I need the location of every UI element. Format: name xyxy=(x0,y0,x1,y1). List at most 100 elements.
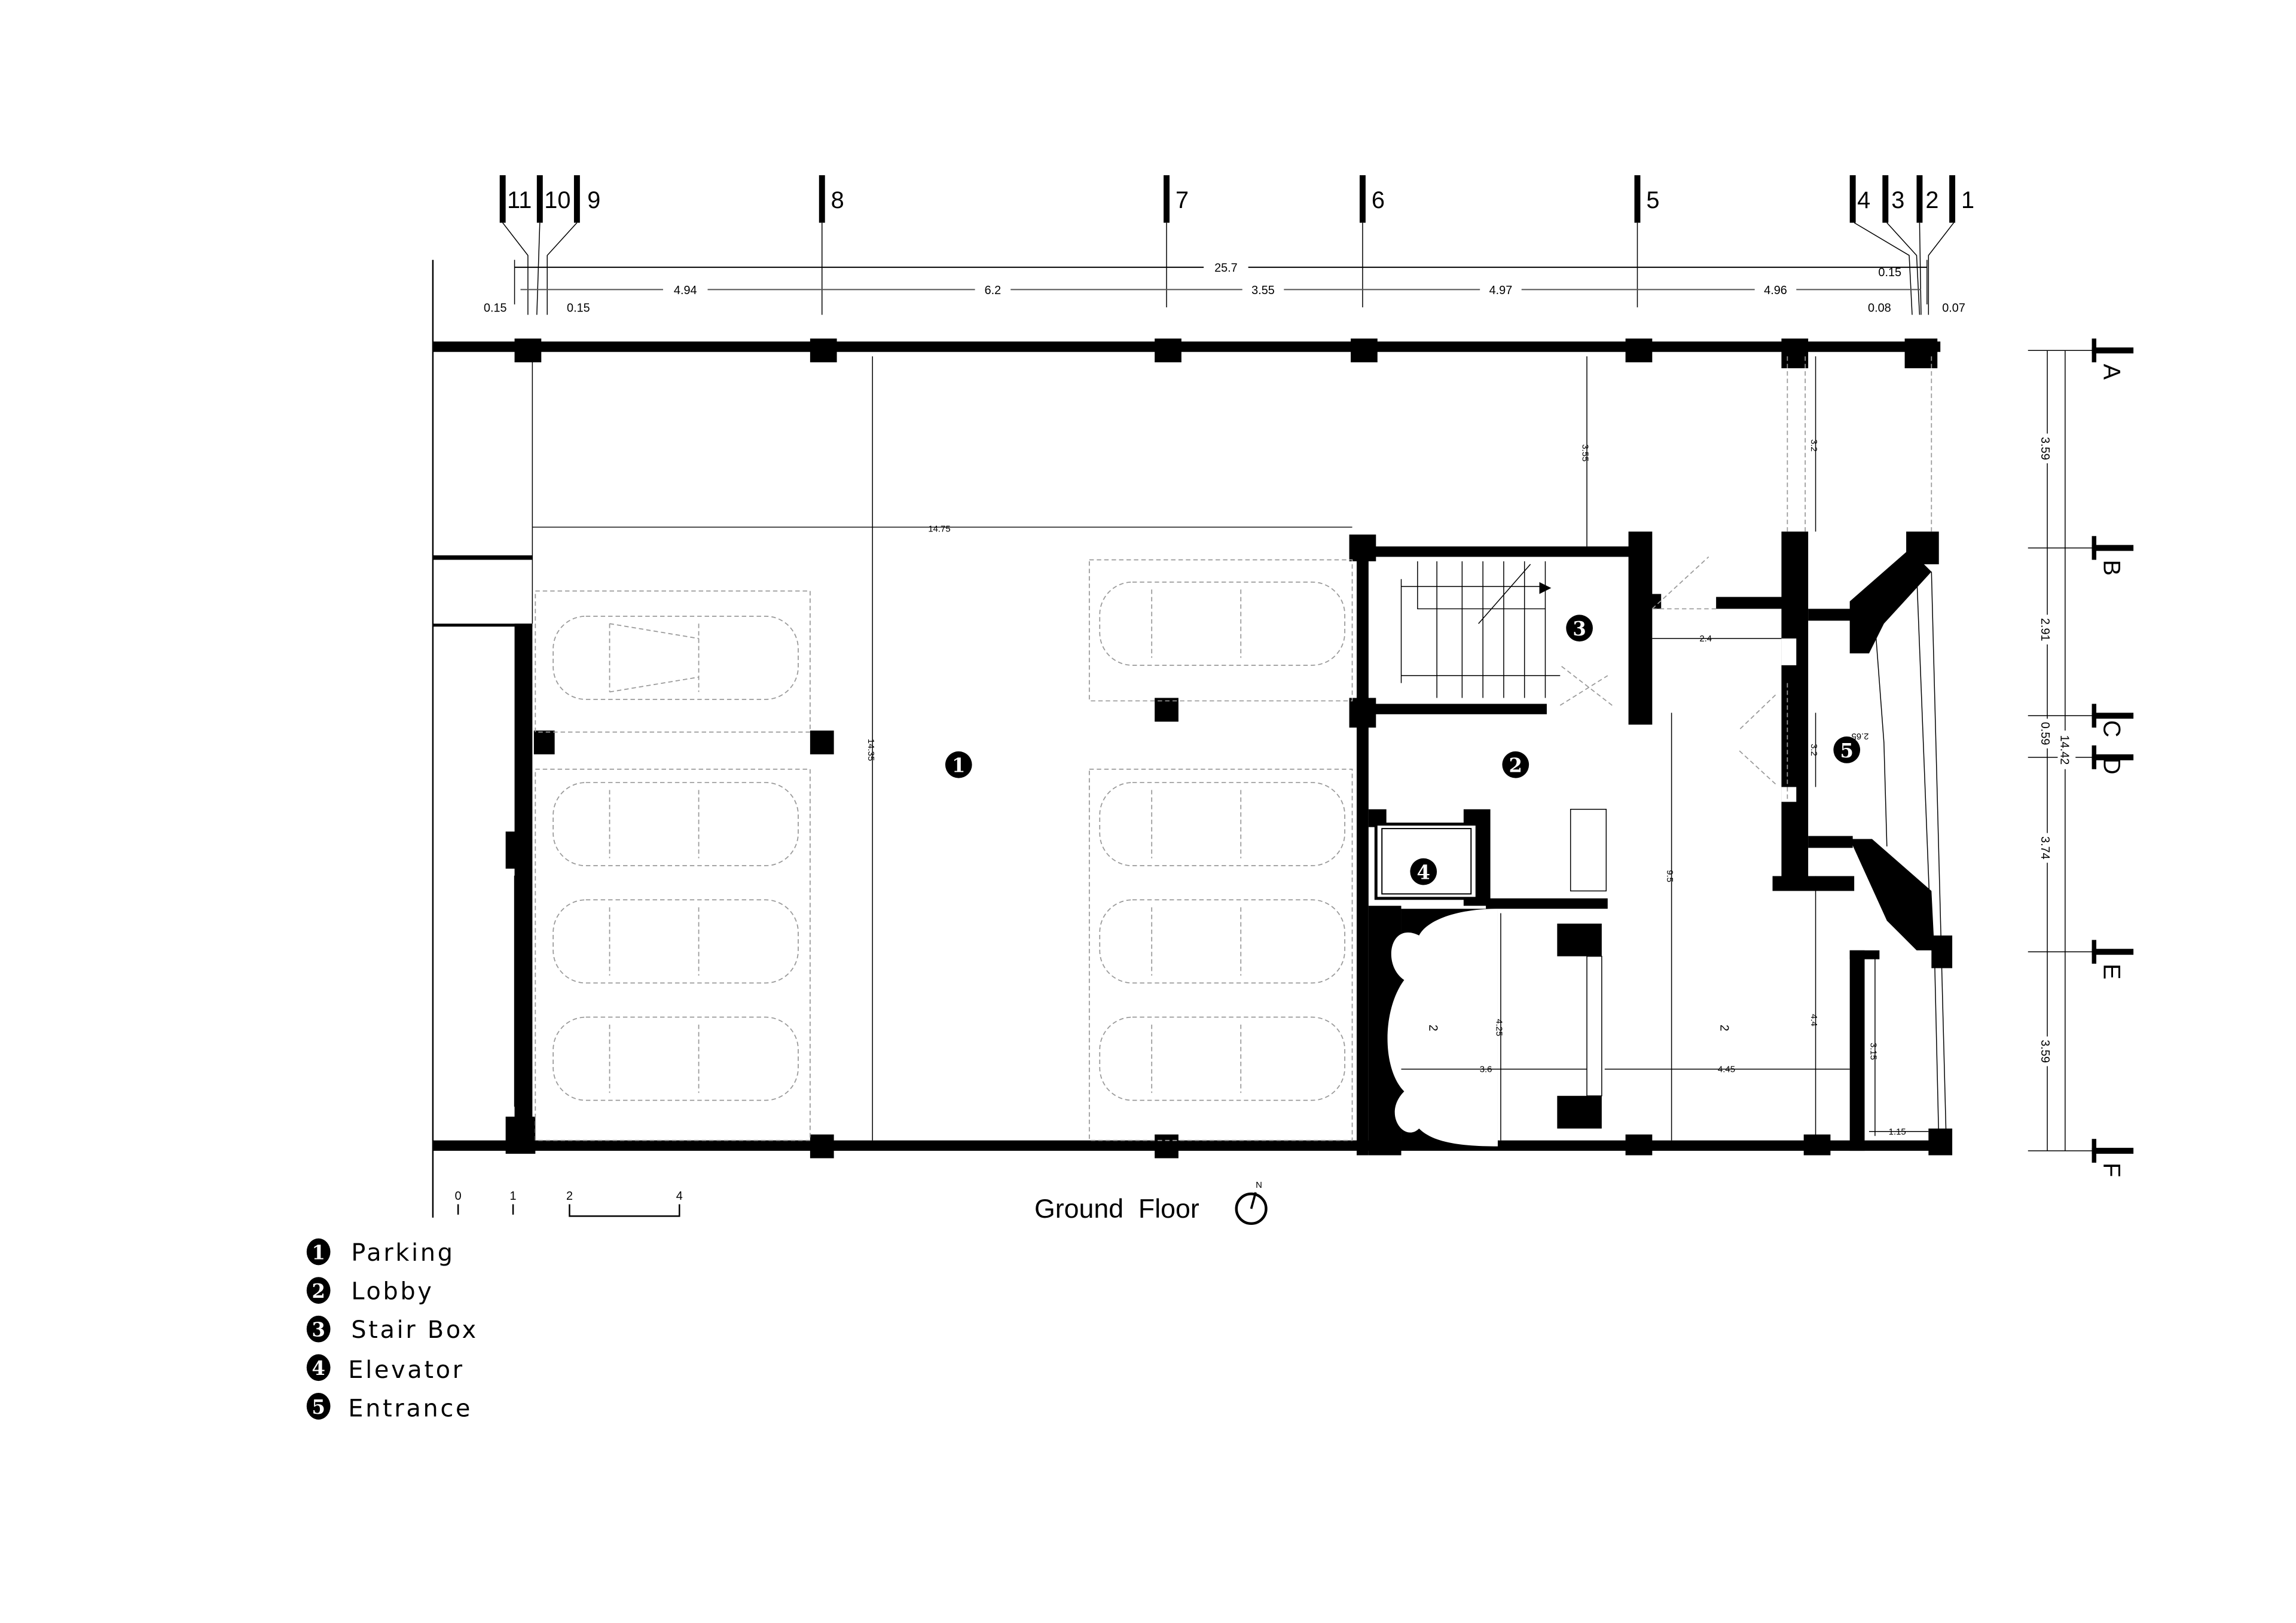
svg-text:3.59: 3.59 xyxy=(2038,1040,2051,1063)
grid-row-b: B xyxy=(2092,536,2134,576)
svg-text:14.35: 14.35 xyxy=(866,739,875,761)
svg-text:0.15: 0.15 xyxy=(567,302,590,315)
top-dimensions: 25.7 4.94 6.2 3.55 4.97 4.96 0.15 0.15 0… xyxy=(484,258,1965,315)
legend-item-elevator: 4 Elevator xyxy=(306,1354,465,1384)
scale-bar: 0 1 2 4 xyxy=(455,1190,683,1217)
svg-text:2: 2 xyxy=(566,1190,573,1203)
grid-column-8: 8 xyxy=(819,175,844,223)
doors xyxy=(1559,356,1932,802)
svg-text:0: 0 xyxy=(455,1190,462,1203)
svg-text:5: 5 xyxy=(1646,187,1659,213)
svg-text:9.5: 9.5 xyxy=(1665,870,1674,882)
svg-text:5: 5 xyxy=(312,1396,325,1419)
grid-column-7: 7 xyxy=(1164,175,1189,223)
svg-text:Parking: Parking xyxy=(351,1239,454,1267)
svg-text:4.94: 4.94 xyxy=(674,284,697,297)
svg-text:3: 3 xyxy=(1891,187,1904,213)
svg-text:3.2: 3.2 xyxy=(1809,744,1818,756)
legend-item-stair-box: 3 Stair Box xyxy=(306,1315,478,1344)
svg-text:1: 1 xyxy=(1961,187,1974,213)
room-markers: 1 2 3 4 5 xyxy=(945,615,1861,885)
svg-text:E: E xyxy=(2098,964,2124,980)
grid-column-2: 2 xyxy=(1916,175,1938,223)
svg-text:4: 4 xyxy=(1857,187,1870,213)
svg-text:Elevator: Elevator xyxy=(348,1356,465,1384)
svg-text:2.65: 2.65 xyxy=(1852,731,1869,741)
legend-item-parking: 1 Parking xyxy=(306,1238,454,1267)
dim-overall: 25.7 xyxy=(1214,262,1238,275)
grid-column-11: 11 xyxy=(499,175,532,223)
svg-text:2: 2 xyxy=(1509,754,1522,777)
room-marker-lobby: 2 xyxy=(1502,751,1529,778)
svg-text:7: 7 xyxy=(1176,187,1189,213)
svg-text:3.6: 3.6 xyxy=(1480,1065,1492,1074)
room-marker-parking: 1 xyxy=(945,751,972,778)
car xyxy=(552,1016,799,1101)
svg-text:2.4: 2.4 xyxy=(1699,634,1712,644)
svg-text:1.15: 1.15 xyxy=(1889,1127,1906,1137)
grid-row-f: F xyxy=(2092,1139,2134,1177)
grid-column-9: 9 xyxy=(573,175,600,223)
svg-text:1: 1 xyxy=(312,1241,325,1264)
svg-text:3: 3 xyxy=(1573,618,1586,640)
grid-column-6: 6 xyxy=(1359,175,1385,223)
svg-text:14.75: 14.75 xyxy=(928,524,950,534)
svg-text:2.91: 2.91 xyxy=(2038,618,2051,641)
svg-text:4: 4 xyxy=(676,1190,683,1203)
legend-item-entrance: 5 Entrance xyxy=(306,1392,472,1423)
stair-flight xyxy=(1400,561,1561,698)
svg-text:A: A xyxy=(2098,364,2124,380)
parking-stalls xyxy=(535,559,1353,1141)
grid-column-10: 10 xyxy=(536,175,570,223)
svg-text:D: D xyxy=(2098,757,2124,775)
svg-text:2: 2 xyxy=(1925,187,1938,213)
svg-text:6: 6 xyxy=(1372,187,1385,213)
car xyxy=(552,899,799,984)
walls xyxy=(432,259,1953,1218)
svg-text:4: 4 xyxy=(312,1357,325,1380)
grid-row-e: E xyxy=(2092,940,2134,980)
svg-text:14.42: 14.42 xyxy=(2057,735,2071,765)
svg-text:4.25: 4.25 xyxy=(1494,1019,1503,1036)
grid-column-1: 1 xyxy=(1949,175,1974,223)
svg-text:Entrance: Entrance xyxy=(348,1395,472,1423)
grid-column-5: 5 xyxy=(1634,175,1659,223)
svg-text:2: 2 xyxy=(312,1280,325,1303)
svg-text:0.15: 0.15 xyxy=(484,302,507,315)
svg-text:3.74: 3.74 xyxy=(2038,836,2051,860)
grid-row-c: C xyxy=(2092,704,2134,737)
plan-dimensions: 14.75 14.35 3.55 3.2 2.4 9.5 3.2 2.65 4.… xyxy=(532,356,1929,1141)
svg-text:3.55: 3.55 xyxy=(1251,284,1275,297)
car xyxy=(1099,782,1345,867)
grid-column-4: 4 xyxy=(1849,175,1870,223)
car xyxy=(1099,899,1345,984)
svg-text:3.2: 3.2 xyxy=(1809,439,1818,452)
svg-text:4.4: 4.4 xyxy=(1809,1014,1818,1026)
row-grid: A B C D E F 3.59 2.91 0.59 3.74 3.59 14.… xyxy=(2028,338,2134,1177)
svg-text:2: 2 xyxy=(1718,1025,1731,1031)
svg-text:11: 11 xyxy=(507,187,532,213)
svg-text:0.08: 0.08 xyxy=(1868,302,1891,315)
svg-text:3: 3 xyxy=(312,1319,325,1341)
svg-text:9: 9 xyxy=(587,187,600,213)
svg-text:4: 4 xyxy=(1417,861,1430,884)
svg-text:N: N xyxy=(1256,1181,1262,1190)
svg-text:0.07: 0.07 xyxy=(1942,302,1965,315)
svg-text:1: 1 xyxy=(952,754,965,777)
svg-text:F: F xyxy=(2098,1163,2124,1177)
svg-text:Stair Box: Stair Box xyxy=(351,1316,478,1344)
car xyxy=(1099,581,1345,666)
svg-text:1: 1 xyxy=(510,1190,517,1203)
svg-text:3.55: 3.55 xyxy=(1580,444,1590,461)
room-marker-stair-box: 3 xyxy=(1566,615,1593,642)
car xyxy=(1099,1016,1345,1101)
svg-text:2: 2 xyxy=(1427,1025,1440,1031)
grid-column-3: 3 xyxy=(1882,175,1904,223)
svg-text:3.15: 3.15 xyxy=(1868,1043,1877,1060)
svg-text:4.97: 4.97 xyxy=(1489,284,1513,297)
drawing-title: Ground Floor xyxy=(1034,1194,1199,1224)
svg-text:3.59: 3.59 xyxy=(2038,437,2051,460)
